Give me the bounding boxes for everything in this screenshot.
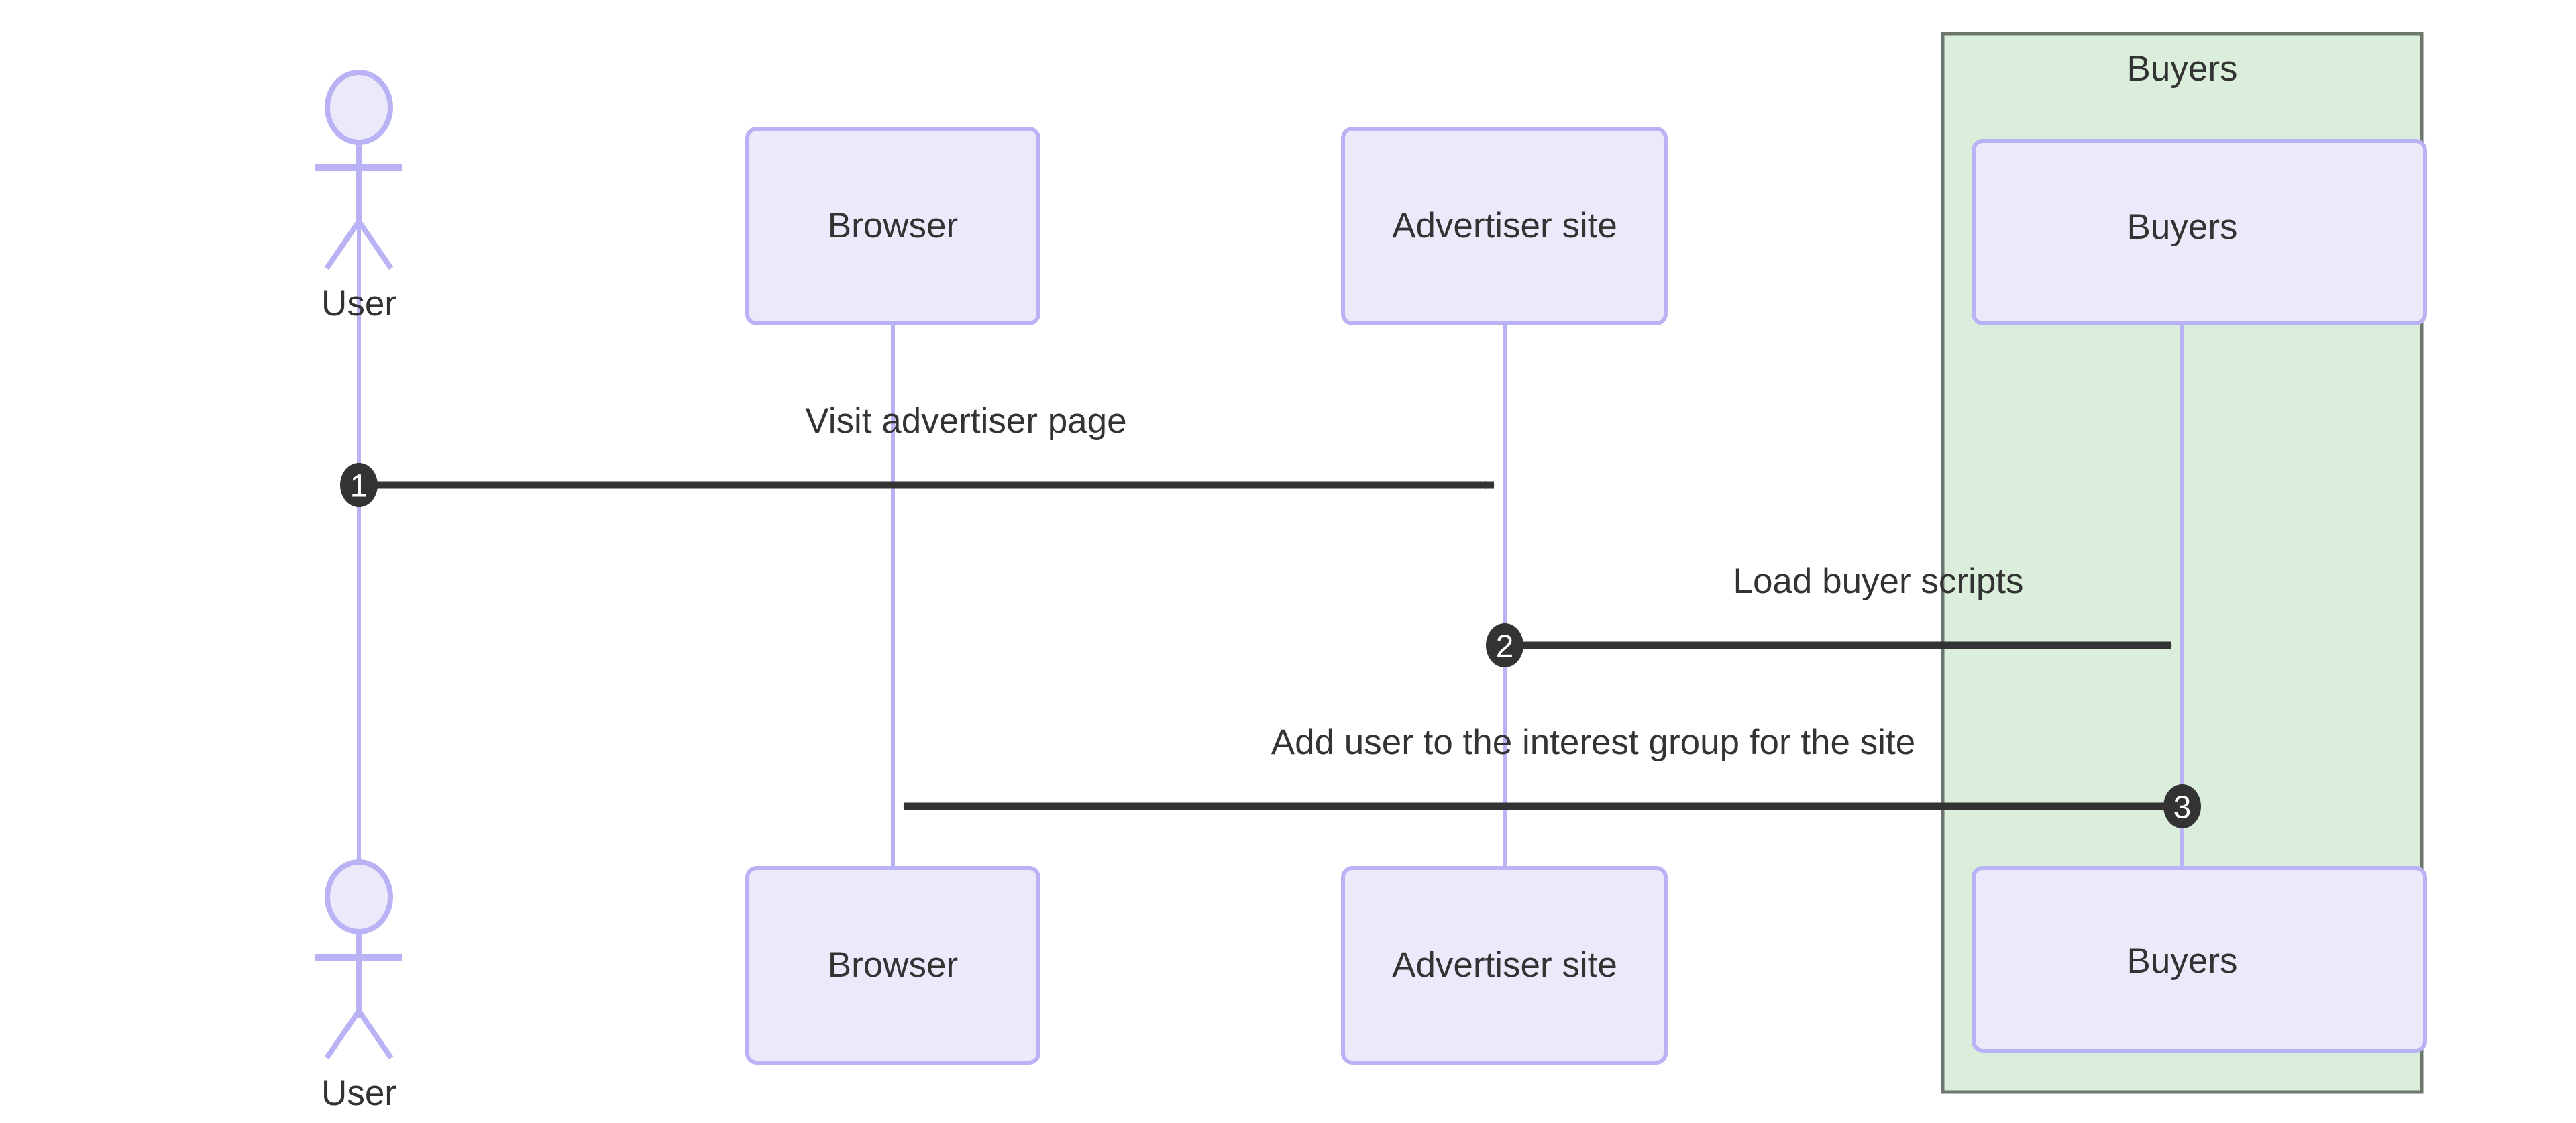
actor-label-user-top: User — [321, 284, 396, 323]
actor-head-icon-bottom — [325, 859, 393, 934]
participant-label-buyers-top: Buyers — [2127, 207, 2238, 247]
participant-top-browser[interactable]: Browser — [745, 127, 1040, 325]
message-label-2: Load buyer scripts — [1733, 562, 2023, 601]
actor-figure-icon — [315, 70, 402, 270]
actor-right-leg-icon-bottom — [356, 1009, 394, 1060]
participant-bottom-buyers[interactable]: Buyers — [1972, 866, 2427, 1053]
message-number-1: 1 — [350, 469, 368, 504]
participant-bottom-browser[interactable]: Browser — [745, 866, 1040, 1065]
participant-box-advertiser-top[interactable] — [1341, 127, 1668, 325]
group-label: Buyers — [2127, 49, 2238, 89]
message-label-3: Add user to the interest group for the s… — [1271, 723, 1915, 762]
actor-user-top[interactable]: User — [315, 70, 402, 323]
participant-label-advertiser-bottom: Advertiser site — [1392, 945, 1617, 985]
message-label-1: Visit advertiser page — [805, 401, 1126, 441]
actor-left-leg-icon — [324, 219, 362, 270]
participant-box-advertiser-bottom[interactable] — [1341, 866, 1668, 1065]
participant-top-buyers[interactable]: Buyers — [1972, 139, 2427, 325]
message-badge-1 — [340, 463, 378, 507]
actor-user-bottom[interactable]: User — [315, 859, 402, 1113]
participant-bottom-advertiser[interactable]: Advertiser site — [1341, 866, 1668, 1065]
actor-left-leg-icon-bottom — [324, 1009, 362, 1060]
message-number-3: 3 — [2174, 790, 2192, 826]
message-badge-2 — [1486, 623, 1523, 667]
message-number-2: 2 — [1496, 629, 1514, 665]
actor-figure-icon-bottom — [315, 859, 402, 1060]
actor-right-leg-icon — [356, 219, 394, 270]
participant-top-advertiser[interactable]: Advertiser site — [1341, 127, 1668, 325]
participant-box-browser-top[interactable] — [745, 127, 1040, 325]
participant-box-buyers-top[interactable] — [1972, 139, 2427, 325]
message-badge-3 — [2163, 784, 2201, 828]
message-1[interactable]: Visit advertiser page 1 — [340, 401, 1495, 507]
message-3[interactable]: Add user to the interest group for the s… — [903, 723, 2201, 828]
participant-label-browser-top: Browser — [828, 206, 958, 246]
actor-label-user-bottom: User — [321, 1073, 396, 1113]
participant-box-buyers-bottom[interactable] — [1972, 866, 2427, 1053]
participant-label-advertiser-top: Advertiser site — [1392, 206, 1617, 246]
message-2[interactable]: Load buyer scripts 2 — [1486, 562, 2172, 667]
lifelines — [357, 178, 2184, 937]
participant-label-buyers-bottom: Buyers — [2127, 941, 2238, 981]
actor-head-icon — [325, 70, 393, 145]
participant-label-browser-bottom: Browser — [828, 945, 958, 985]
participant-box-browser-bottom[interactable] — [745, 866, 1040, 1065]
